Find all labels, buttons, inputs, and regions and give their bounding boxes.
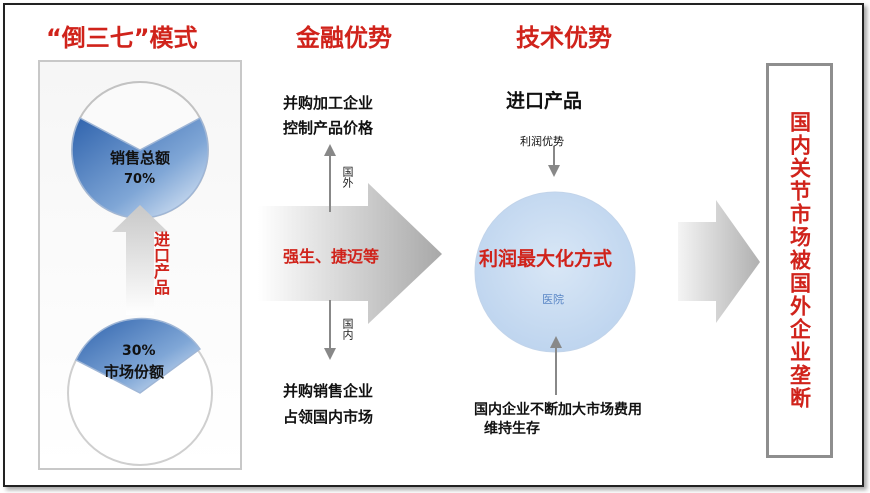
finance-bottom-line2: 占领国内市场 bbox=[283, 408, 374, 426]
finance-arrow-label: 强生、捷迈等 bbox=[283, 247, 380, 266]
market-label: 市场份额 bbox=[104, 363, 165, 381]
header-finance: 金融优势 bbox=[296, 24, 392, 52]
profit-advantage: 利润优势 bbox=[520, 135, 564, 148]
finance-bottom-line1: 并购销售企业 bbox=[283, 382, 374, 400]
market-up-arrow bbox=[550, 336, 562, 395]
header-tech: 技术优势 bbox=[516, 24, 612, 52]
header-model: “倒三七”模式 bbox=[46, 24, 198, 52]
sales-pct: 70% bbox=[124, 172, 156, 187]
market-pct: 30% bbox=[122, 343, 156, 359]
import-products: 进口产品 bbox=[506, 90, 583, 112]
circle-sub: 医院 bbox=[542, 293, 564, 306]
result-arrow bbox=[678, 200, 760, 323]
profit-down-arrow bbox=[548, 146, 560, 177]
circle-title: 利润最大化方式 bbox=[479, 248, 613, 270]
result-text: 国内关节市场被国外企业垄断 bbox=[787, 111, 812, 410]
profit-circle bbox=[474, 191, 636, 353]
tech-bottom-line1: 国内企业不断加大市场费用 bbox=[474, 402, 642, 418]
finance-up-label: 国外 bbox=[341, 166, 354, 188]
finance-top-line2: 控制产品价格 bbox=[283, 119, 374, 137]
finance-big-arrow bbox=[258, 183, 442, 324]
finance-top-line1: 并购加工企业 bbox=[283, 94, 374, 112]
finance-down-arrow bbox=[324, 300, 336, 360]
import-label: 进口产品 bbox=[151, 231, 170, 295]
market-pie bbox=[67, 317, 213, 466]
result-box: 国内关节市场被国外企业垄断 bbox=[766, 63, 833, 458]
sales-label: 销售总额 bbox=[110, 149, 171, 167]
tech-bottom-line2: 维持生存 bbox=[484, 421, 540, 437]
finance-up-arrow bbox=[324, 144, 336, 212]
finance-down-label: 国内 bbox=[341, 318, 354, 340]
import-up-arrow bbox=[112, 205, 168, 315]
